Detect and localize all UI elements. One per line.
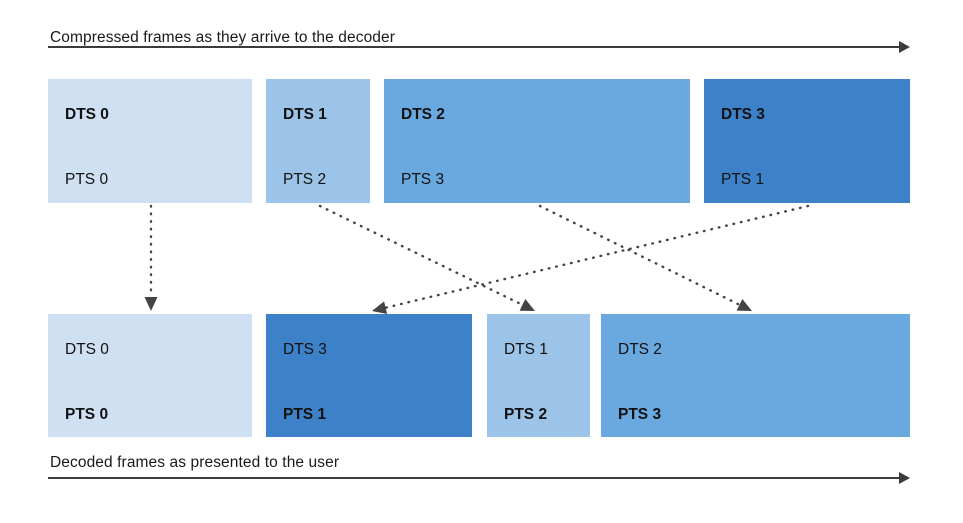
- connector-dotted-line: [384, 204, 810, 309]
- axis-arrowhead-icon: [899, 41, 910, 53]
- pts-label: PTS 2: [504, 406, 548, 423]
- dts-label: DTS 0: [65, 106, 109, 123]
- pts-label: PTS 3: [401, 171, 445, 188]
- dts-label: DTS 0: [65, 341, 109, 358]
- dts-label: DTS 2: [401, 106, 445, 123]
- top-timeline-caption: Compressed frames as they arrive to the …: [50, 29, 395, 46]
- frame-box: DTS 1 PTS 2: [487, 314, 590, 437]
- dts-label: DTS 3: [283, 341, 327, 358]
- pts-label: PTS 1: [721, 171, 765, 188]
- frame-box: DTS 0 PTS 0: [48, 79, 252, 203]
- pts-label: PTS 2: [283, 171, 327, 188]
- connector-arrowhead-icon: [372, 301, 388, 315]
- axis-line: [48, 477, 900, 479]
- connector-arrowhead-icon: [144, 297, 158, 311]
- frame-box: DTS 0 PTS 0: [48, 314, 252, 437]
- connector-dotted-line: [318, 204, 524, 307]
- reorder-connector: [318, 204, 535, 311]
- frame-box: DTS 3 PTS 1: [704, 79, 910, 203]
- pts-label: PTS 3: [618, 406, 662, 423]
- dts-label: DTS 3: [721, 106, 765, 123]
- axis-line: [48, 46, 900, 48]
- presentation-time-axis: [48, 472, 910, 484]
- reorder-connector: [144, 204, 158, 311]
- bottom-timeline-caption: Decoded frames as presented to the user: [50, 454, 340, 471]
- frame-box: DTS 2 PTS 3: [384, 79, 690, 203]
- frame-box: DTS 1 PTS 2: [266, 79, 370, 203]
- frame-box: DTS 2 PTS 3: [601, 314, 910, 437]
- pts-label: PTS 1: [283, 406, 327, 423]
- dts-label: DTS 1: [283, 106, 327, 123]
- connector-arrowhead-icon: [519, 299, 535, 311]
- connector-arrowhead-icon: [736, 298, 752, 311]
- pts-label: PTS 0: [65, 406, 109, 423]
- dts-label: DTS 2: [618, 341, 662, 358]
- frame-box: DTS 3 PTS 1: [266, 314, 472, 437]
- pts-label: PTS 0: [65, 171, 109, 188]
- reorder-connector: [372, 204, 810, 315]
- connector-dotted-line: [538, 204, 741, 306]
- axis-arrowhead-icon: [899, 472, 910, 484]
- reorder-connector: [538, 204, 752, 311]
- dts-label: DTS 1: [504, 341, 548, 358]
- arrival-time-axis: [48, 41, 910, 53]
